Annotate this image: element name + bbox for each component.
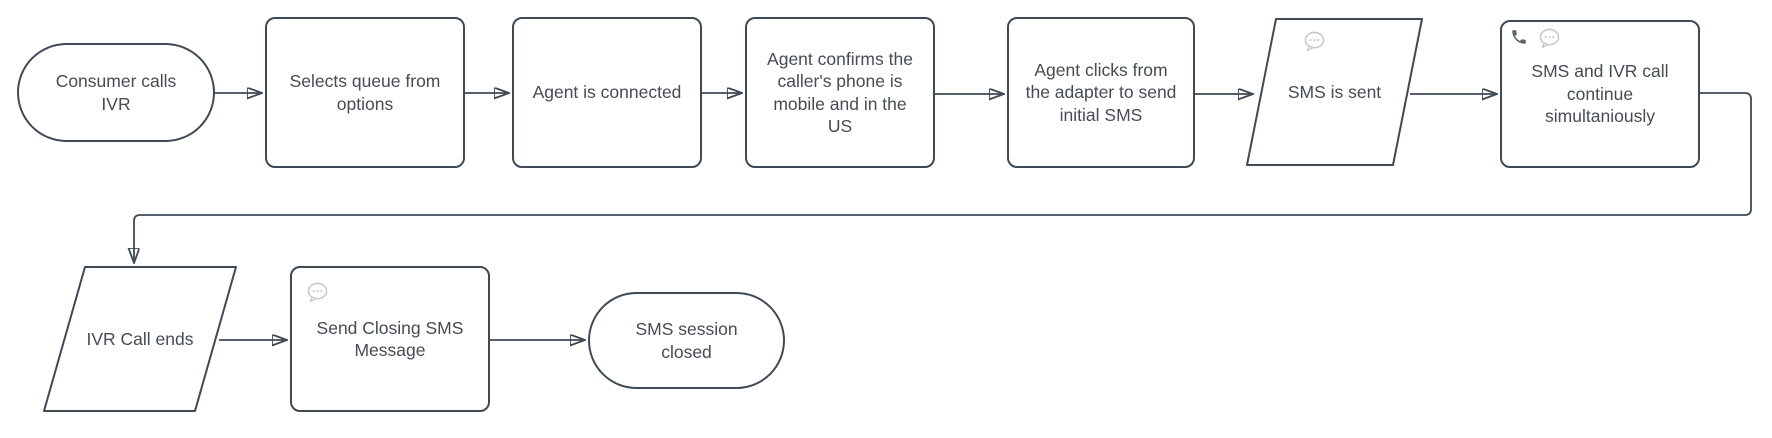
node-sms-session-closed: SMS session closed: [588, 292, 785, 389]
node-agent-confirms: Agent confirms the caller's phone is mob…: [745, 17, 935, 168]
speech-bubble-icon: [307, 282, 328, 303]
speech-bubble-icon: [1539, 28, 1560, 49]
node-label: Agent clicks from the adapter to send in…: [1025, 59, 1177, 125]
node-label: Agent confirms the caller's phone is mob…: [767, 48, 913, 136]
node-label: Send Closing SMS Message: [316, 317, 464, 360]
phone-icon: [1512, 30, 1526, 44]
connector-continue-to-callends: [134, 92, 1752, 262]
node-label: SMS session closed: [635, 319, 738, 362]
node-agent-connected: Agent is connected: [512, 17, 702, 168]
node-sms-sent: SMS is sent: [1242, 18, 1427, 166]
node-consumer-calls-ivr: Consumer calls IVR: [17, 43, 215, 142]
parallelogram-shape: [43, 266, 237, 412]
node-label: Selects queue from options: [289, 71, 441, 114]
node-send-closing-sms: Send Closing SMS Message: [290, 266, 490, 412]
node-label: Agent is connected: [532, 82, 682, 103]
node-ivr-call-ends: IVR Call ends: [40, 266, 240, 412]
node-label: SMS is sent: [1287, 81, 1382, 102]
node-agent-clicks: Agent clicks from the adapter to send in…: [1007, 17, 1195, 168]
node-sms-ivr-continue: SMS and IVR call continue simultaniously: [1500, 20, 1700, 168]
parallelogram-shape: [1246, 18, 1423, 166]
node-selects-queue: Selects queue from options: [265, 17, 465, 168]
node-label: Consumer calls IVR: [55, 71, 177, 114]
speech-bubble-icon: [1304, 31, 1325, 52]
node-label: IVR Call ends: [86, 328, 194, 349]
node-label: SMS and IVR call continue simultaniously: [1531, 61, 1669, 127]
